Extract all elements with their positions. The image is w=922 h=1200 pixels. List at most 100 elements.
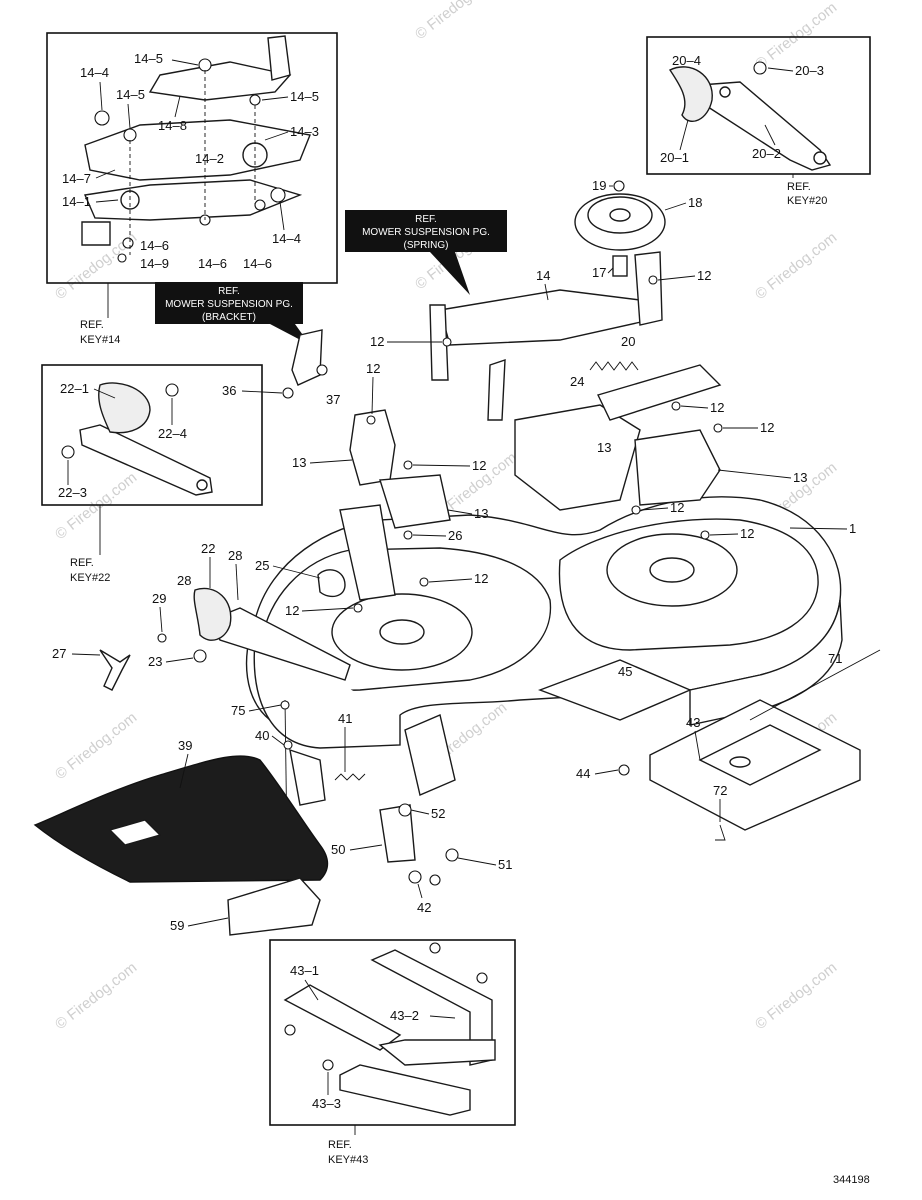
tag-box: [345, 210, 507, 252]
leader: [789, 527, 848, 530]
label-28: 28: [177, 573, 191, 588]
detail-box-key20: 20–4 20–3 20–1 20–2 REF. KEY#20: [646, 36, 871, 207]
bolt: [419, 577, 429, 587]
leader: [304, 979, 319, 1001]
pin: [280, 700, 290, 710]
leader: [235, 563, 239, 601]
cam-plate: [668, 66, 713, 122]
lift-link-arm: [79, 424, 213, 496]
washer: [270, 187, 286, 203]
upper-bracket: [148, 61, 292, 101]
label-14-6: 14–6: [243, 256, 272, 271]
idler-arm: [439, 289, 652, 346]
label-12: 12: [697, 268, 711, 283]
label-71: 71: [828, 651, 842, 666]
rod: [749, 649, 881, 721]
leader: [309, 459, 353, 464]
leader: [95, 169, 116, 179]
leader: [428, 578, 473, 583]
leader: [412, 534, 447, 537]
bolt: [403, 530, 413, 540]
bent-tab: [81, 221, 111, 246]
label-51: 51: [498, 857, 512, 872]
bolt: [445, 848, 459, 862]
front-bracket: [339, 504, 396, 601]
idler-arm-plate: [84, 119, 311, 181]
spring: [589, 361, 639, 371]
leader: [279, 201, 285, 231]
label-1: 1: [849, 521, 856, 536]
label-12: 12: [285, 603, 299, 618]
leader: [272, 565, 321, 579]
label-43-1: 43–1: [290, 963, 319, 978]
watermark: © Firedog.com: [52, 469, 140, 543]
label-29: 29: [152, 591, 166, 606]
callout-labels: 19 18 17 12 14 12 20 36 37 12 24 12 12 1…: [52, 178, 856, 933]
label-18: 18: [688, 195, 702, 210]
washer: [157, 633, 167, 643]
leader: [95, 199, 119, 203]
label-24: 24: [570, 374, 584, 389]
label-27: 27: [52, 646, 66, 661]
deflector-plate: [227, 877, 321, 936]
label-20-2: 20–2: [752, 146, 781, 161]
label-12: 12: [740, 526, 754, 541]
ref-key: KEY#14: [80, 334, 120, 346]
label-14-3: 14–3: [290, 124, 319, 139]
leader: [640, 507, 669, 511]
pin: [283, 740, 293, 750]
right-bracket: [634, 429, 721, 506]
nut: [165, 383, 179, 397]
leader: [349, 844, 383, 851]
nut: [122, 237, 134, 249]
bolt: [322, 1059, 334, 1071]
leader: [127, 103, 131, 129]
watermark: © Firedog.com: [752, 229, 840, 303]
center-bracket: [514, 404, 641, 511]
discharge-chute: [33, 755, 329, 883]
label-20-3: 20–3: [795, 63, 824, 78]
bolt: [429, 874, 441, 886]
idler-tab: [487, 359, 506, 421]
nut: [408, 870, 422, 884]
label-52: 52: [431, 806, 445, 821]
leader: [679, 119, 689, 151]
bolt: [366, 415, 376, 425]
pin-clip: [317, 569, 346, 598]
arm-hole: [196, 479, 208, 491]
arm-hole: [719, 86, 731, 98]
washer: [94, 110, 110, 126]
tag-text: MOWER SUSPENSION PG.: [362, 227, 490, 238]
label-50: 50: [331, 842, 345, 857]
pulley-hub: [609, 208, 631, 222]
chute-hinge: [289, 748, 326, 806]
label-14-9: 14–9: [140, 256, 169, 271]
label-39: 39: [178, 738, 192, 753]
detail-box-key14: 14–5 14–4 14–5 14–5 14–8 14–3 14–2 14–7 …: [46, 32, 338, 346]
label-14-4: 14–4: [80, 65, 109, 80]
watermark: © Firedog.com: [412, 0, 500, 43]
label-14-2: 14–2: [195, 151, 224, 166]
leader: [657, 275, 696, 281]
bolt: [648, 275, 658, 285]
ref-key: KEY#43: [328, 1154, 368, 1166]
bolt: [671, 401, 681, 411]
tag-text: (SPRING): [404, 240, 449, 251]
leader: [261, 96, 289, 101]
lower-plate: [83, 179, 303, 221]
leader: [767, 67, 794, 72]
watermark: © Firedog.com: [52, 959, 140, 1033]
leader: [447, 509, 473, 515]
leader: [429, 1015, 456, 1019]
label-13: 13: [474, 506, 488, 521]
label-14-4: 14–4: [272, 231, 301, 246]
label-43-3: 43–3: [312, 1096, 341, 1111]
leader: [410, 809, 430, 815]
ref-text: REF.: [328, 1139, 352, 1151]
label-43: 43: [686, 715, 700, 730]
leader: [187, 917, 229, 927]
leader: [301, 607, 354, 612]
label-17: 17: [592, 265, 606, 280]
leader: [165, 657, 194, 663]
label-14-5: 14–5: [134, 51, 163, 66]
